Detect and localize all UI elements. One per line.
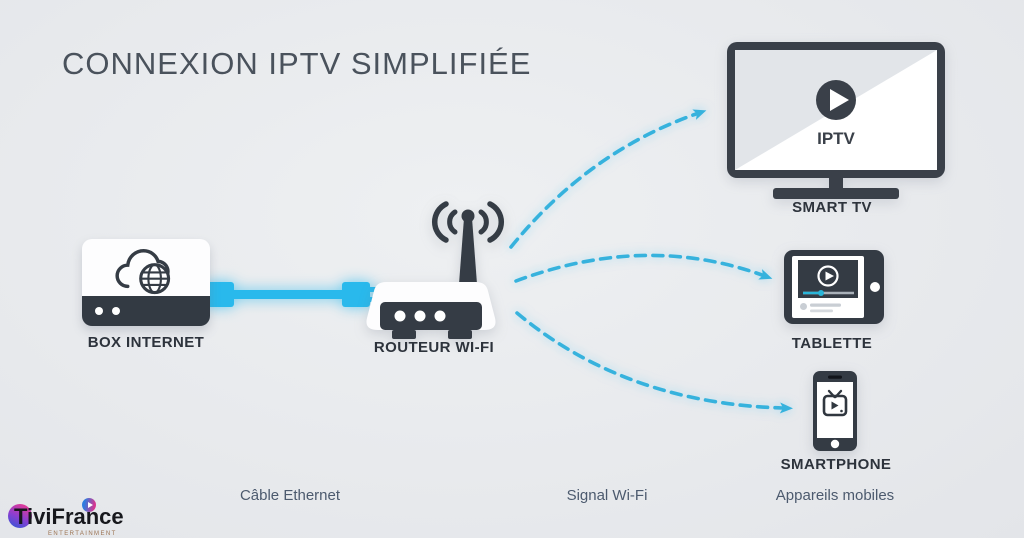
logo-brand-text: TiviFrance bbox=[14, 504, 124, 529]
smartphone-device bbox=[813, 371, 857, 451]
tablet-device bbox=[784, 250, 884, 324]
router-device bbox=[366, 201, 504, 339]
phone-home-button bbox=[830, 439, 840, 449]
smartphone-label: SMARTPHONE bbox=[780, 456, 892, 473]
router-label: ROUTEUR WI-FI bbox=[373, 339, 495, 356]
box-internet-label: BOX INTERNET bbox=[87, 334, 205, 351]
caption-mobiles: Appareils mobiles bbox=[775, 487, 895, 504]
page-title: CONNEXION IPTV SIMPLIFIÉE bbox=[62, 46, 532, 81]
caption-ethernet: Câble Ethernet bbox=[239, 487, 341, 504]
router-front-panel bbox=[380, 302, 482, 330]
logo-tagline: ENTERTAINMENT bbox=[48, 531, 117, 537]
cloud-globe-icon bbox=[115, 249, 171, 295]
tablet-label: TABLETTE bbox=[791, 335, 873, 352]
tv-screen-text: IPTV bbox=[817, 129, 855, 148]
logo-gradient-circle-icon bbox=[8, 504, 32, 528]
caption-wifi: Signal Wi-Fi bbox=[566, 487, 648, 504]
logo-play-icon bbox=[82, 498, 96, 512]
tivifrance-logo: TiviFrance ENTERTAINMENT bbox=[8, 494, 138, 538]
status-led bbox=[95, 307, 103, 315]
box-internet-top bbox=[82, 239, 210, 296]
tablet-home-button bbox=[870, 282, 880, 292]
wifi-arrow-to-tablet bbox=[514, 253, 773, 283]
tv-stand-base bbox=[773, 188, 899, 199]
box-internet-front-panel bbox=[82, 296, 210, 326]
box-internet-device bbox=[82, 239, 210, 326]
tv-stand-neck bbox=[829, 176, 843, 190]
wifi-arrow-to-tv bbox=[509, 109, 707, 249]
wifi-arrow-to-smartphone bbox=[515, 311, 793, 414]
status-led bbox=[112, 307, 120, 315]
play-circle-icon bbox=[816, 80, 856, 120]
phone-speaker bbox=[828, 375, 842, 379]
tv-app-icon bbox=[822, 389, 848, 417]
smart-tv-label: SMART TV bbox=[792, 199, 872, 216]
smart-tv-device: IPTV bbox=[727, 42, 945, 199]
video-player-icon bbox=[798, 260, 858, 298]
wifi-antenna-icon bbox=[432, 201, 504, 284]
ethernet-cable bbox=[199, 282, 377, 307]
